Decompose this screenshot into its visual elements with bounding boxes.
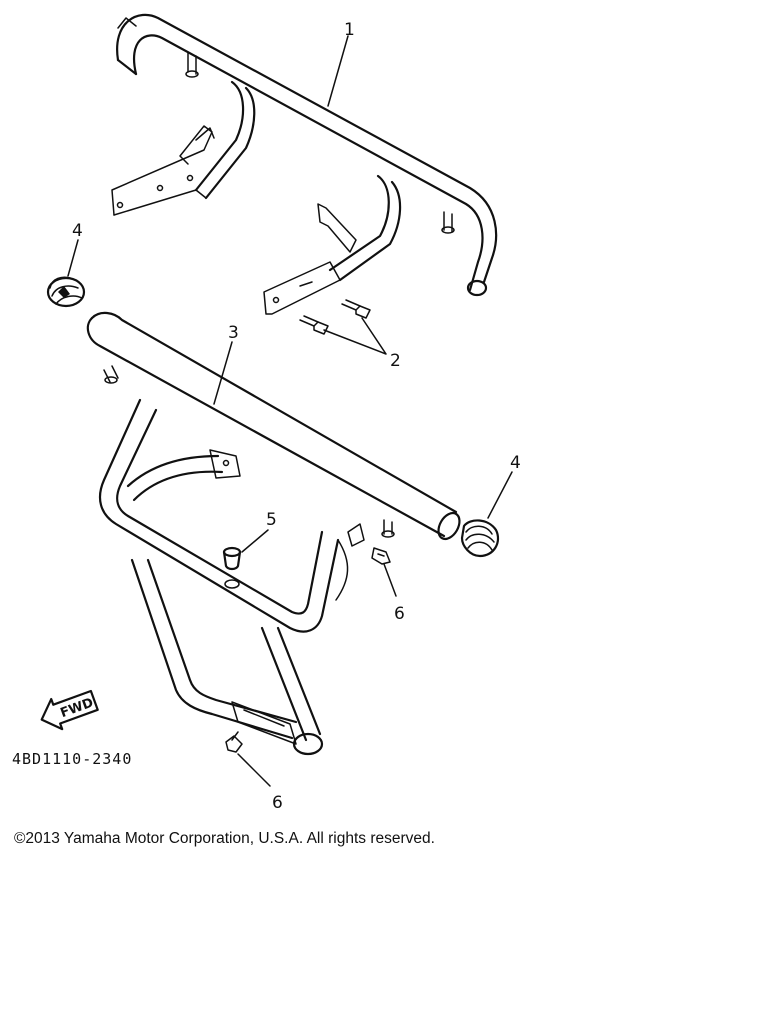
callout-6-lower: 6 [272, 793, 283, 813]
fwd-arrow-icon: FWD [40, 689, 99, 731]
bolts-part-2 [299, 299, 371, 335]
grommet-part-5 [222, 546, 242, 589]
lower-guard-part-3 [86, 311, 461, 756]
bolt-part-6-upper [371, 547, 391, 565]
callout-4-left: 4 [72, 221, 83, 241]
diagram-part-number: 4BD1110-2340 [12, 750, 132, 768]
callout-3: 3 [228, 323, 239, 343]
bolt-part-6-lower [225, 731, 243, 753]
callout-6-upper: 6 [394, 604, 405, 624]
leader-lines [67, 35, 513, 787]
callout-1: 1 [344, 20, 355, 40]
copyright-notice: ©2013 Yamaha Motor Corporation, U.S.A. A… [14, 830, 435, 847]
end-cap-part-4-left [46, 276, 86, 308]
callout-4-right: 4 [510, 453, 521, 473]
end-cap-part-4-right [460, 519, 500, 558]
callout-5: 5 [266, 510, 277, 530]
upper-guard-part-1 [111, 13, 498, 315]
callout-2: 2 [390, 351, 401, 371]
